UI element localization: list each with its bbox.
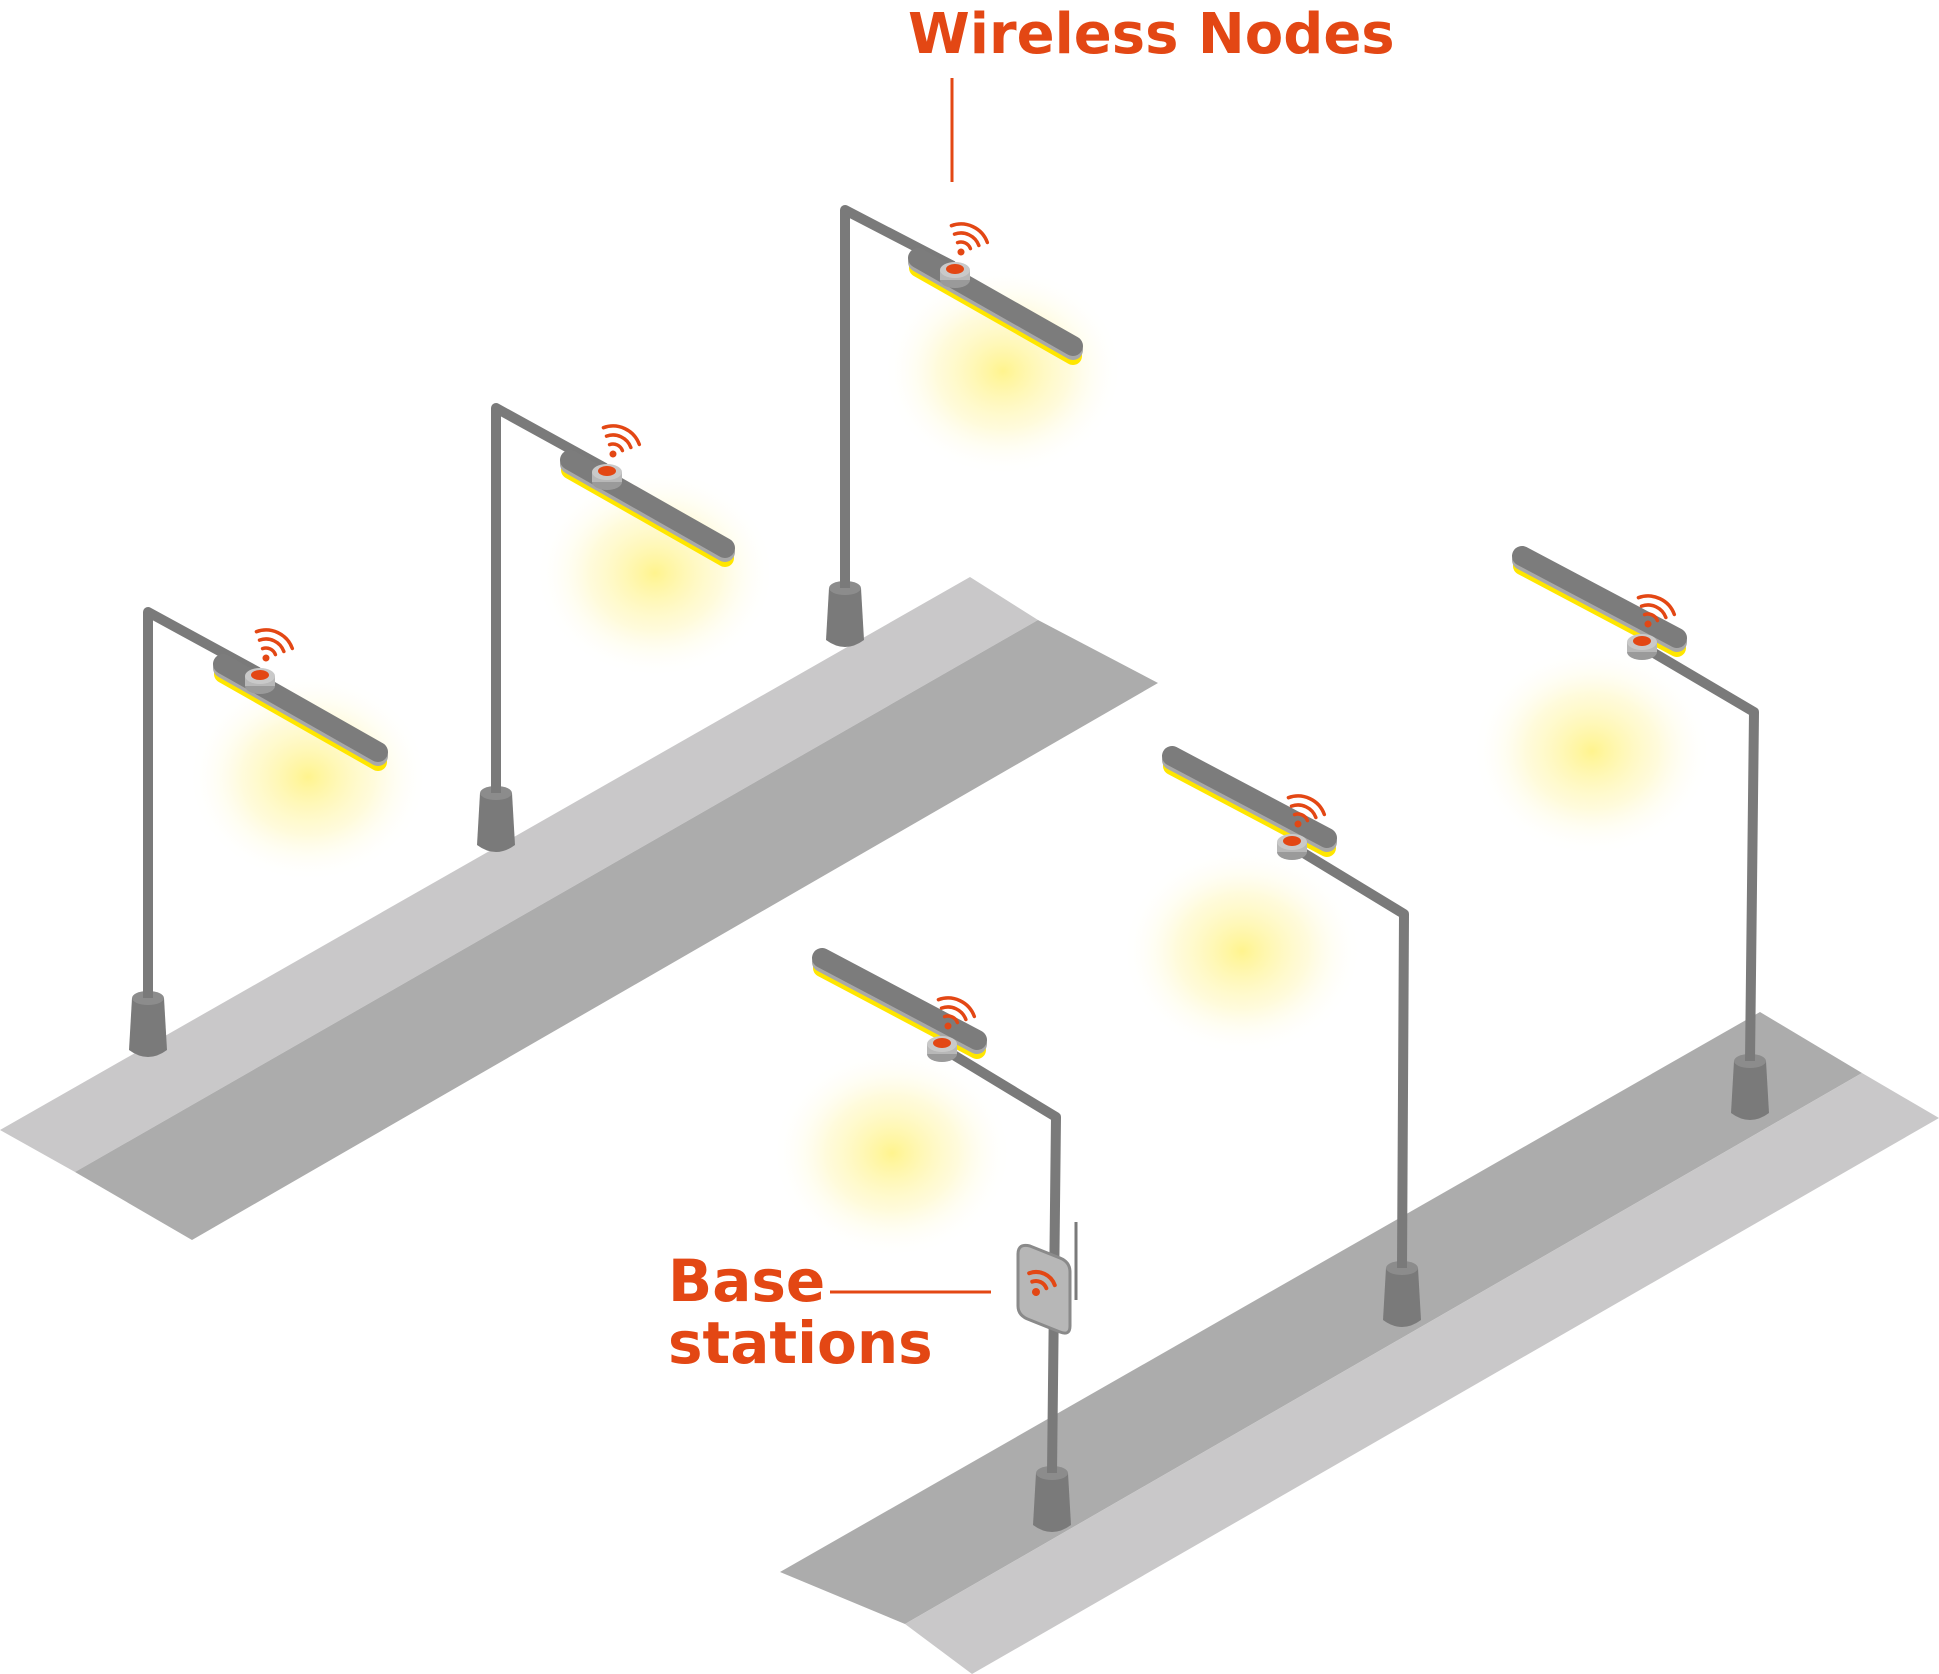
wireless-node	[592, 464, 622, 490]
base-station	[1016, 1222, 1078, 1335]
sidewalk-top	[0, 577, 1038, 1172]
road-top	[75, 620, 1158, 1240]
street-lamp-icon	[826, 205, 1123, 647]
wireless-node	[1277, 834, 1307, 860]
sidewalk-bottom	[905, 1073, 1939, 1674]
street-lamp-icon	[477, 403, 775, 852]
wifi-signal-icon	[949, 222, 990, 256]
base-station-icon	[1016, 1243, 1072, 1335]
wifi-signal-icon	[936, 996, 977, 1030]
wireless-nodes-label: Wireless Nodes	[908, 2, 1395, 67]
wifi-signal-icon	[1636, 594, 1677, 628]
street-lamps	[129, 205, 1769, 1532]
street-segment-top	[0, 577, 1158, 1240]
wireless-node	[1627, 634, 1657, 660]
street-lamp-icon	[1472, 546, 1769, 1120]
wireless-node	[927, 1036, 957, 1062]
base-stations-label-line2: stations	[668, 1309, 933, 1377]
wireless-node	[940, 262, 970, 288]
street-lamp-icon	[772, 948, 1071, 1532]
street-lamp-icon	[1122, 746, 1421, 1327]
wifi-signal-icon	[1286, 794, 1327, 828]
wireless-node	[245, 668, 275, 694]
wifi-signal-icon	[254, 628, 295, 662]
street-lamp-icon	[129, 607, 428, 1057]
wifi-signal-icon	[1027, 1270, 1057, 1296]
base-stations-label: Base stations	[668, 1250, 933, 1374]
wifi-signal-icon	[601, 424, 642, 458]
base-stations-label-line1: Base	[668, 1247, 826, 1315]
